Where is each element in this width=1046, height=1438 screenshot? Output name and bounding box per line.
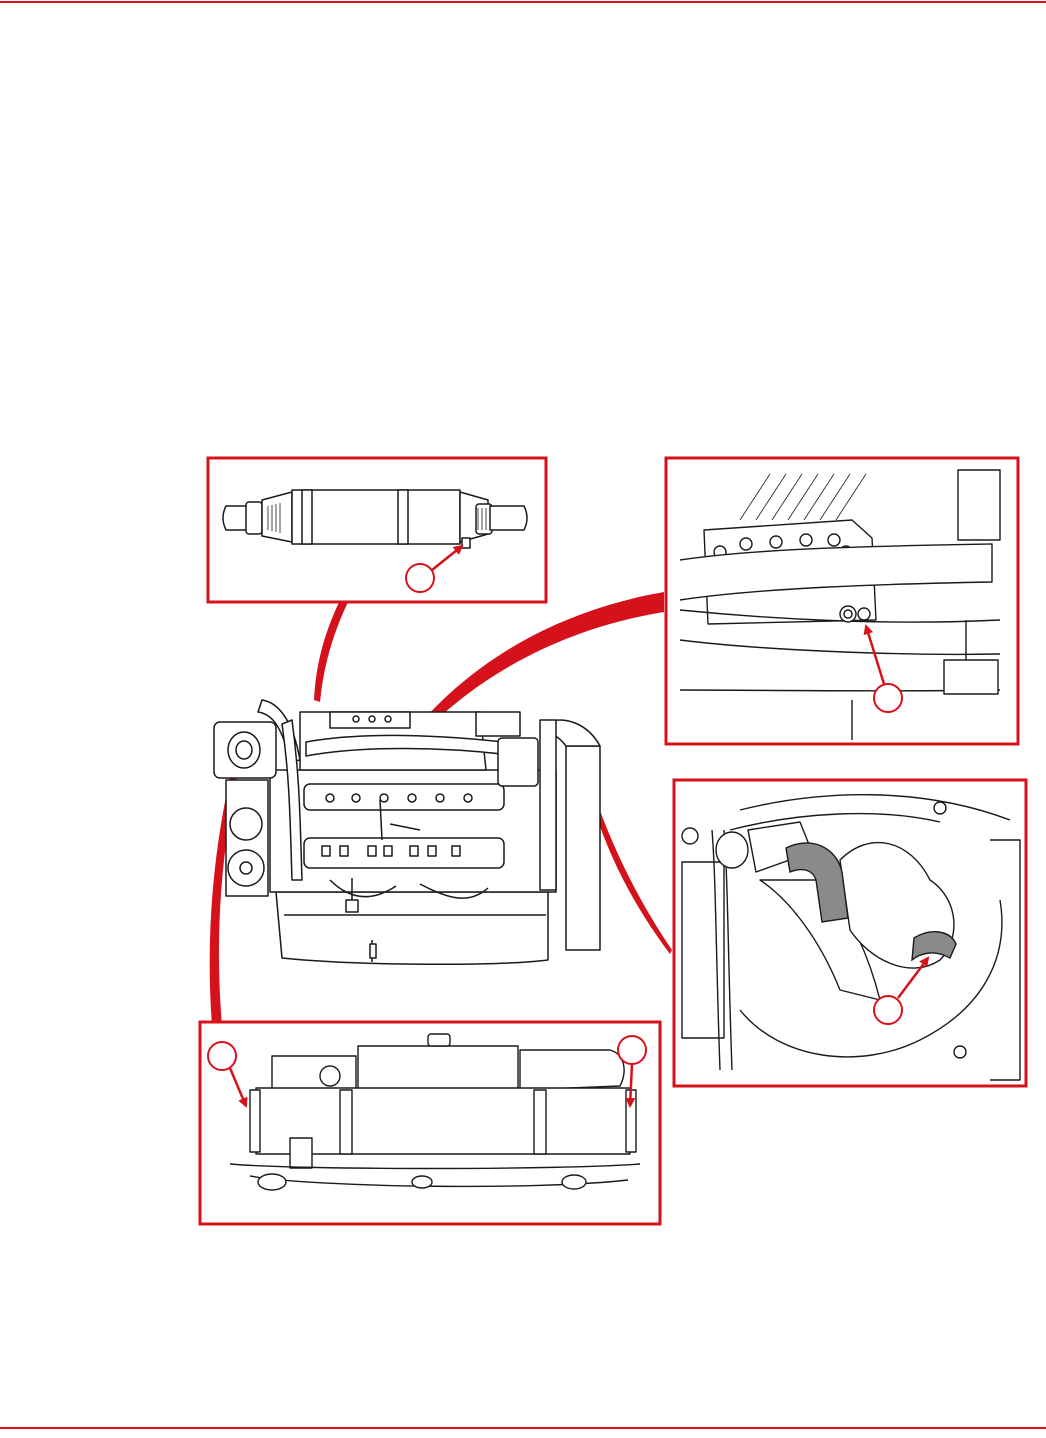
- leader-hose: [592, 800, 672, 954]
- callout-circle-muffler-drain: [406, 564, 434, 592]
- leader-muffler: [314, 600, 348, 702]
- detail-box-manifold: [666, 458, 1018, 744]
- callout-circle-manifold-drain: [874, 684, 902, 712]
- callout-circle-cooler-drain-left: [208, 1042, 236, 1070]
- detail-box-cooler: [200, 1022, 660, 1224]
- callout-circle-cooler-drain-right: [618, 1036, 646, 1064]
- callout-circle-hose-drain: [874, 996, 902, 1024]
- engine-drawing: [214, 700, 600, 964]
- detail-box-hose: [674, 780, 1026, 1086]
- detail-box-muffler: [208, 458, 546, 602]
